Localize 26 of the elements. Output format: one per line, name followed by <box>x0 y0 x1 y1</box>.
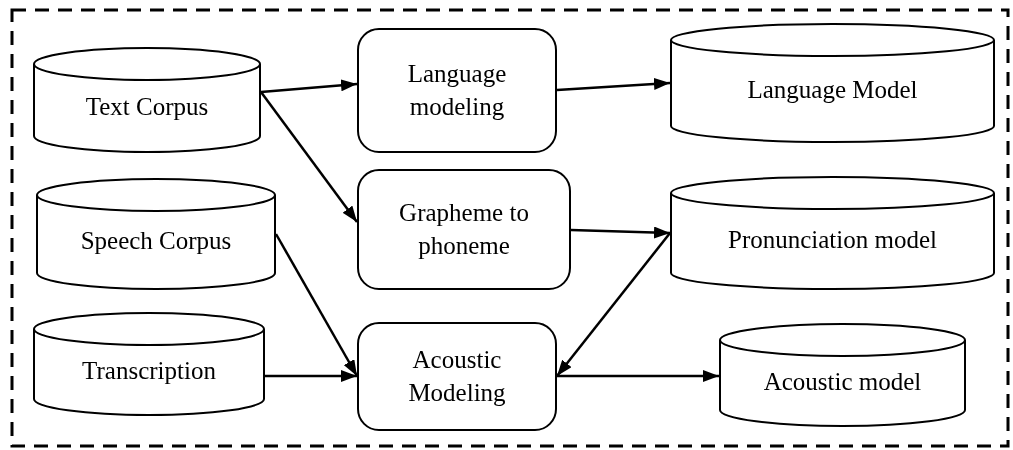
arrow <box>570 226 671 239</box>
node-label: Acoustic model <box>763 366 922 397</box>
database-cylinder <box>670 23 995 143</box>
arrow <box>556 232 671 377</box>
process-box <box>357 28 557 153</box>
database-cylinder <box>36 178 276 290</box>
process-box <box>357 322 557 431</box>
database-cylinder <box>719 323 966 427</box>
node-label: Speech Corpus <box>80 225 232 256</box>
arrow <box>260 91 358 223</box>
node-label: Grapheme to phoneme <box>398 198 530 261</box>
arrow <box>274 233 359 377</box>
node-label: Transcription <box>82 355 216 386</box>
node-label: Acoustic Modeling <box>407 345 507 408</box>
arrow <box>556 78 671 92</box>
arrow <box>260 79 358 94</box>
process-box <box>357 169 571 290</box>
node-label: Text Corpus <box>85 91 209 122</box>
arrow <box>265 370 357 382</box>
node-label: Pronunciation model <box>728 224 937 255</box>
database-cylinder <box>670 176 995 290</box>
node-label: Language modeling <box>406 59 508 122</box>
arrow <box>557 370 719 382</box>
database-cylinder <box>33 312 265 416</box>
database-cylinder <box>33 47 261 153</box>
node-label: Language Model <box>747 74 918 105</box>
